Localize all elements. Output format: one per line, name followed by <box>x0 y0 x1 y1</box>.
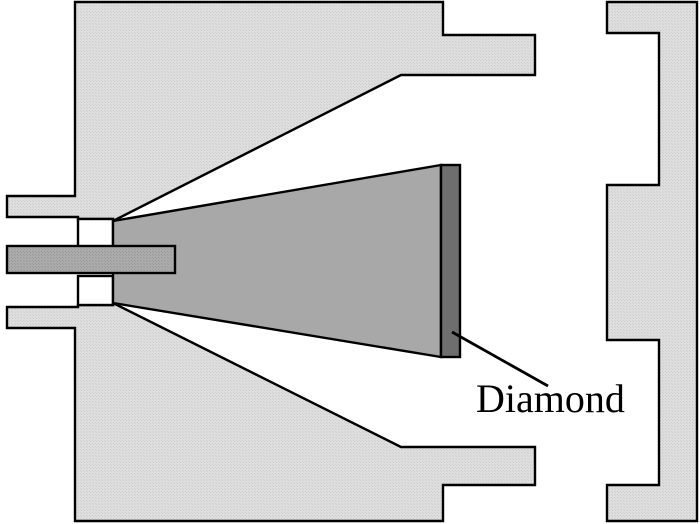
diamond-leader-line <box>451 330 549 388</box>
center-rod <box>5 244 177 275</box>
right-bracket <box>605 0 699 523</box>
diamond-label: Diamond <box>476 376 625 421</box>
lower-throat-cavity <box>76 274 115 307</box>
diamond-plate <box>439 163 462 359</box>
upper-throat-cavity <box>76 217 115 250</box>
